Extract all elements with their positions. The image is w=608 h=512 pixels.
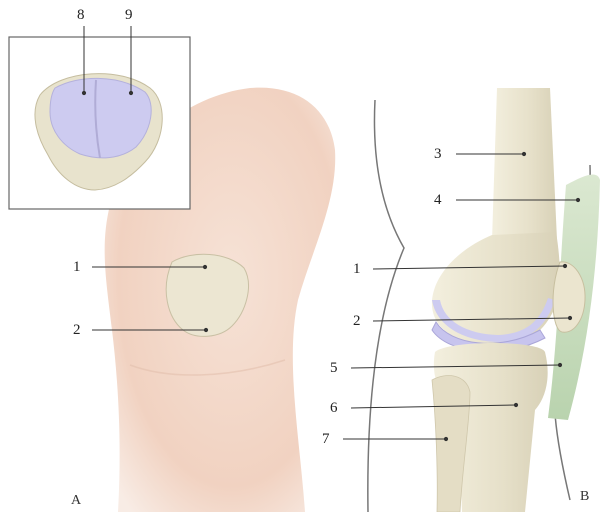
label-2-anterior: 2 (73, 323, 81, 338)
femur-condyle (432, 232, 560, 346)
label-2-lateral: 2 (353, 314, 361, 329)
patella-inset (9, 37, 190, 209)
panel-label-a: A (71, 494, 81, 508)
label-5: 5 (330, 361, 338, 376)
knee-lateral-view (368, 88, 600, 512)
label-3: 3 (434, 147, 442, 162)
label-1-lateral: 1 (353, 262, 361, 277)
label-6: 6 (330, 401, 338, 416)
leg-outline-front (368, 100, 404, 512)
label-4: 4 (434, 193, 442, 208)
label-8: 8 (77, 8, 85, 23)
femur-shaft (492, 88, 557, 240)
label-7: 7 (322, 432, 330, 447)
label-9: 9 (125, 8, 133, 23)
label-1-anterior: 1 (73, 260, 81, 275)
panel-label-b: B (580, 490, 589, 504)
